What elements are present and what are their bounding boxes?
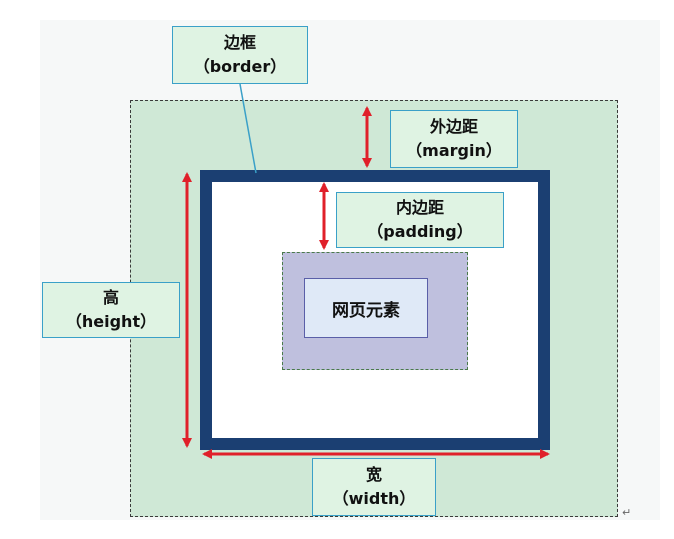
- width-label-zh: 宽: [365, 465, 382, 484]
- padding-label: 内边距 （padding）: [336, 192, 504, 248]
- height-label: 高 （height）: [42, 282, 180, 338]
- padding-label-zh: 内边距: [395, 198, 444, 217]
- margin-label: 外边距 （margin）: [390, 110, 518, 168]
- content-element: 网页元素: [304, 278, 428, 338]
- border-label-zh: 边框: [223, 33, 256, 52]
- border-label: 边框 （border）: [172, 26, 308, 84]
- height-label-zh: 高: [102, 288, 119, 307]
- content-element-label: 网页元素: [332, 300, 400, 321]
- border-label-en: （border）: [193, 57, 287, 76]
- margin-label-en: （margin）: [406, 141, 502, 160]
- paragraph-return-icon: ↵: [622, 506, 632, 519]
- width-label-en: （width）: [332, 489, 416, 508]
- margin-label-zh: 外边距: [429, 117, 478, 136]
- padding-label-en: （padding）: [367, 222, 473, 241]
- height-label-en: （height）: [65, 312, 157, 331]
- width-label: 宽 （width）: [312, 458, 436, 516]
